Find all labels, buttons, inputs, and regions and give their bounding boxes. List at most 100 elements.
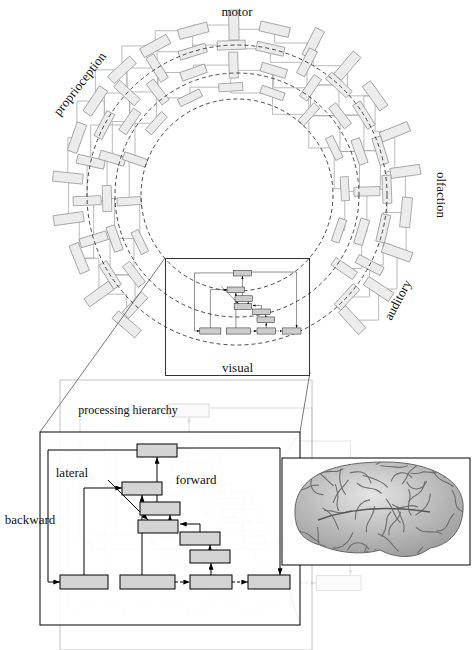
sulcus-line [380,465,407,467]
sulcus-line [397,506,405,532]
area-box [379,122,411,142]
area-box [227,287,245,293]
area-box [146,79,169,105]
connection-arrow [210,545,211,550]
area-box [331,257,358,279]
inset-box: visual [165,258,310,376]
area-box [316,576,361,591]
area-box [354,218,370,245]
sulcus-line [378,534,399,552]
area-box [84,281,114,307]
dashed-circle [141,99,333,291]
area-box [99,150,126,166]
region-label: auditory [382,278,415,323]
region-label: olfaction [434,172,448,218]
connection-arrow [266,323,267,328]
sulcus-line [350,472,371,483]
sulcus-line [340,468,346,494]
area-box [363,277,394,302]
area-box [146,54,169,82]
dashed-circle [87,45,387,345]
area-box [382,175,392,203]
sulcus-line [375,550,394,569]
area-box [298,103,320,126]
sulcus-line [311,476,324,495]
connection-arrow [248,302,249,304]
area-box [234,270,252,276]
area-box [338,306,366,335]
sulcus-line [314,467,334,486]
area-box [122,261,145,287]
area-box [248,575,290,589]
sulcus-line [323,508,339,530]
connection-arrow [300,582,317,583]
area-box [256,41,285,56]
connection-arrow [211,563,212,575]
area-box [140,502,180,515]
area-box [354,187,380,197]
connection-wire [129,160,135,202]
area-box [120,575,175,589]
sulcus-line [436,514,454,532]
sulcus-line [357,483,382,494]
area-box [53,212,84,226]
connection-arrow [180,524,200,532]
area-box [180,64,208,81]
brain-sulci [294,446,474,577]
brain-illustration [294,446,474,577]
area-box [362,81,388,111]
area-box [140,34,171,57]
sulcus-line [382,512,392,537]
area-cluster [195,270,301,334]
area-box [94,111,115,140]
area-box [299,75,321,102]
zoom-lines [40,258,310,625]
sulcus-line [363,476,388,488]
area-box [79,231,108,248]
area-box [119,108,141,135]
area-box [177,89,202,107]
sulcus-line [376,446,394,465]
sulcus-line [417,547,423,571]
area-box [52,171,83,184]
area-box [177,22,209,39]
area-box [390,164,421,178]
sulcus-line [444,457,462,478]
sulcus-line [391,473,412,482]
area-box [190,550,230,563]
area-box [381,243,413,263]
zoom-panel [40,432,300,625]
connection-wire [67,178,69,219]
sulcus-line [295,530,320,542]
area-box [376,214,391,243]
area-box [229,52,239,78]
area-box [122,152,147,167]
connection-arrow [210,290,227,328]
region-label: forward [175,473,216,487]
area-box [60,575,108,589]
sulcus-line [333,532,353,547]
area-box [234,304,252,310]
area-box [235,296,253,302]
area-box [83,86,108,117]
connection-wire [313,43,347,66]
region-label: backward [5,513,56,527]
area-box [226,328,250,334]
sulcus-line [441,546,461,557]
area-box [108,56,137,84]
area-box [102,185,112,211]
brain-frame [282,458,470,565]
connection-arrow [253,305,262,309]
sulcus-line [362,545,367,571]
area-box [325,135,343,160]
connection-arrow [195,273,234,331]
sulcus-line [408,489,411,515]
area-box [106,225,123,253]
area-box [137,444,177,457]
area-box [260,85,285,100]
connection-wire [87,201,94,240]
sulcus-line [317,527,325,552]
area-box [259,21,290,37]
area-box [253,309,271,315]
